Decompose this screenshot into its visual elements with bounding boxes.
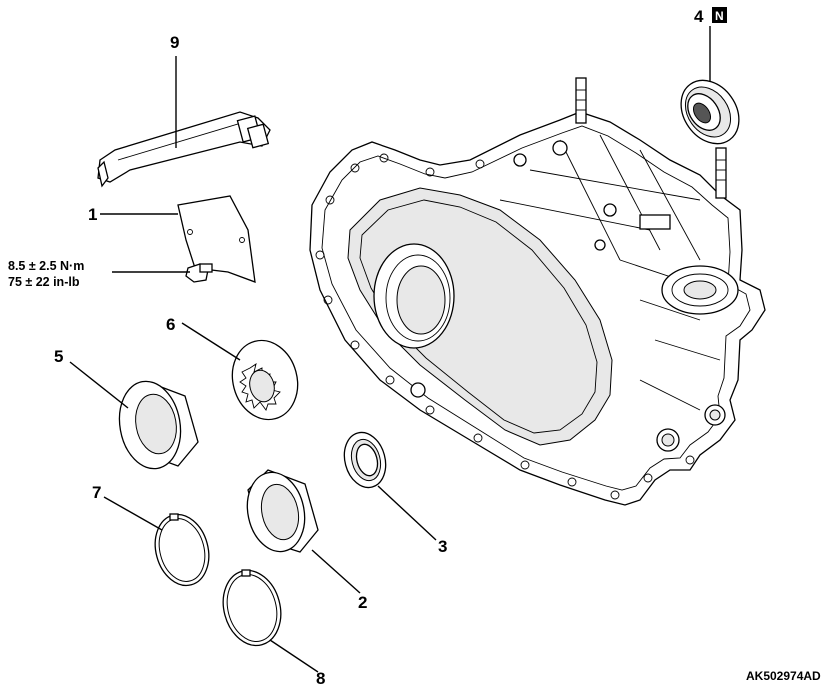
part-6-spacer-plate bbox=[231, 339, 299, 421]
leader-2 bbox=[311, 549, 361, 594]
callout-6: 6 bbox=[166, 315, 175, 334]
callout-7: 7 bbox=[92, 483, 101, 502]
callout-3: 3 bbox=[438, 537, 447, 556]
part-9-bracket bbox=[97, 111, 271, 188]
torque-spec-imperial: 75 ± 22 in-lb bbox=[8, 275, 80, 289]
part-8-snap-ring bbox=[222, 569, 282, 647]
part-7-snap-ring bbox=[154, 513, 210, 587]
leader-6 bbox=[181, 322, 241, 361]
callout-5: 5 bbox=[54, 347, 63, 366]
leader-7 bbox=[103, 496, 163, 531]
torque-spec-metric: 8.5 ± 2.5 N·m bbox=[8, 259, 84, 273]
transaxle-case bbox=[309, 77, 766, 506]
leader-8 bbox=[269, 639, 319, 673]
part-1-cover-plate bbox=[177, 195, 256, 283]
figure-id: AK502974AD bbox=[746, 669, 821, 683]
leader-lines bbox=[69, 26, 711, 673]
part-4-oil-seal bbox=[680, 79, 740, 145]
callout-4: 4 bbox=[694, 7, 704, 26]
part-1-bolt bbox=[185, 263, 213, 283]
part-2-bearing-race bbox=[246, 469, 319, 553]
callout-1: 1 bbox=[88, 205, 97, 224]
callout-9: 9 bbox=[170, 33, 179, 52]
part-5-bearing-race bbox=[118, 380, 199, 470]
leader-5 bbox=[69, 361, 129, 409]
new-part-badge: N bbox=[712, 7, 727, 23]
callout-2: 2 bbox=[358, 593, 367, 612]
callout-8: 8 bbox=[316, 669, 325, 688]
leader-3 bbox=[377, 485, 437, 541]
badge-letter: N bbox=[715, 9, 724, 23]
part-3-seal-ring bbox=[343, 431, 387, 489]
